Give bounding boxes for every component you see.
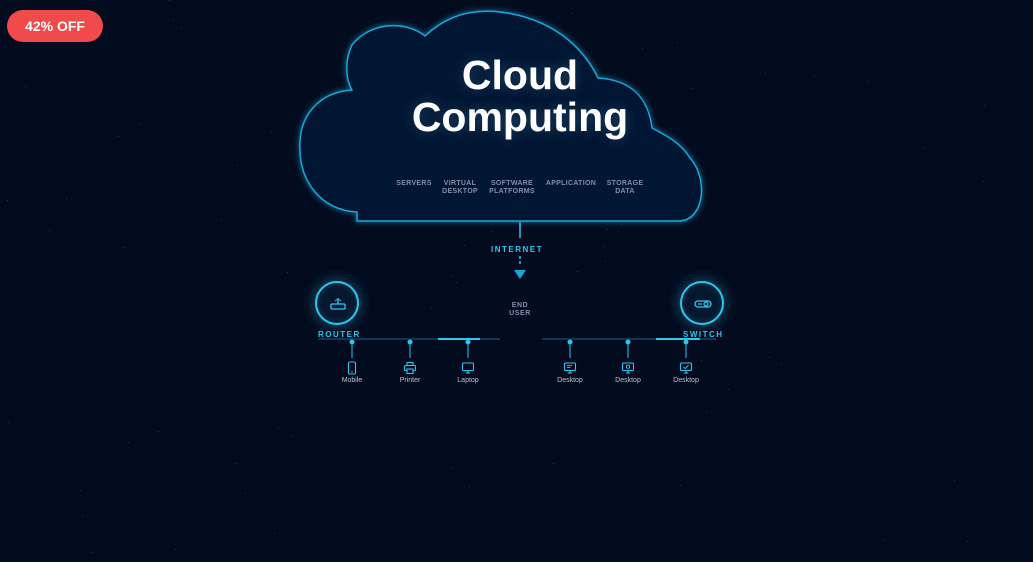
switch-node[interactable] [680,281,724,325]
star [92,552,93,553]
laptop-icon [461,362,475,374]
star [814,76,815,77]
star [728,389,729,390]
star [765,73,766,74]
service-storage-data: STORAGE DATA [606,180,644,195]
star [967,541,968,542]
desktop-icon [563,362,577,374]
star [66,198,67,199]
star [642,48,643,49]
cloud-title-line1: Cloud [461,52,579,98]
service-virtual-desktop: VIRTUAL DESKTOP [442,180,478,195]
star [8,422,9,423]
star [140,124,141,125]
desktop-icon [621,362,635,374]
star [680,485,681,486]
star [80,490,81,491]
star [169,0,170,1]
star [292,435,293,436]
router-icon [330,298,346,310]
device-name: Mobile [341,377,363,384]
service-application: APPLICATION [545,180,597,187]
desktop-icon [679,362,693,374]
star [7,200,8,201]
star [128,442,129,443]
cloud-title: Cloud Computing [360,54,680,138]
device-desktop-2[interactable]: Desktop [608,361,648,384]
star [677,42,678,43]
star [884,540,885,541]
star [954,480,955,481]
star [49,230,50,231]
cloud-title-line2: Computing [411,94,629,140]
star [452,467,453,468]
star [983,181,984,182]
internet-label: INTERNET [491,245,543,254]
star [692,88,693,89]
star [82,516,83,517]
star [706,411,707,412]
star [868,81,869,82]
switch-label: SWITCH [683,330,724,339]
device-name: Printer [399,377,421,384]
service-servers: SERVERS [396,180,432,187]
star [25,86,26,87]
device-name: Desktop [615,377,641,384]
device-desktop-3[interactable]: Desktop [666,361,706,384]
star [287,272,288,273]
star [692,156,693,157]
device-connectors [349,339,689,358]
router-label: ROUTER [318,330,361,339]
star [173,20,174,21]
star [451,276,452,277]
star [278,427,279,428]
star [237,165,238,166]
star [469,486,470,487]
star [245,493,246,494]
star [118,136,119,137]
service-software-platforms: SOFTWARE PLATFORMS [489,180,535,195]
star [701,360,702,361]
star [577,271,578,272]
star [607,229,608,230]
star [175,549,176,550]
star [553,463,554,464]
star [158,431,159,432]
star [605,261,606,262]
device-name: Desktop [673,377,699,384]
star [984,105,985,106]
star [781,364,782,365]
star [124,247,125,248]
star [271,132,272,133]
discount-badge[interactable]: 42% OFF [7,10,103,42]
star [236,463,237,464]
star [571,13,572,14]
star [621,224,622,225]
cloud-shape [299,10,703,222]
star [923,147,924,148]
star [603,246,604,247]
end-user-label: END USER [509,302,531,317]
device-mobile[interactable]: Mobile [332,361,372,384]
printer-icon [403,361,417,375]
arrow-down-icon [514,270,526,279]
router-node[interactable] [315,281,359,325]
star [492,231,493,232]
device-desktop-1[interactable]: Desktop [550,361,590,384]
star [769,357,770,358]
mobile-icon [347,361,357,375]
star [456,282,457,283]
star [274,533,275,534]
star [181,27,182,28]
device-printer[interactable]: Printer [390,361,430,384]
device-laptop[interactable]: Laptop [448,361,488,384]
star [505,312,506,313]
switch-icon [694,300,712,308]
device-name: Laptop [457,377,479,384]
device-name: Desktop [557,377,583,384]
star [464,245,465,246]
star [221,219,222,220]
